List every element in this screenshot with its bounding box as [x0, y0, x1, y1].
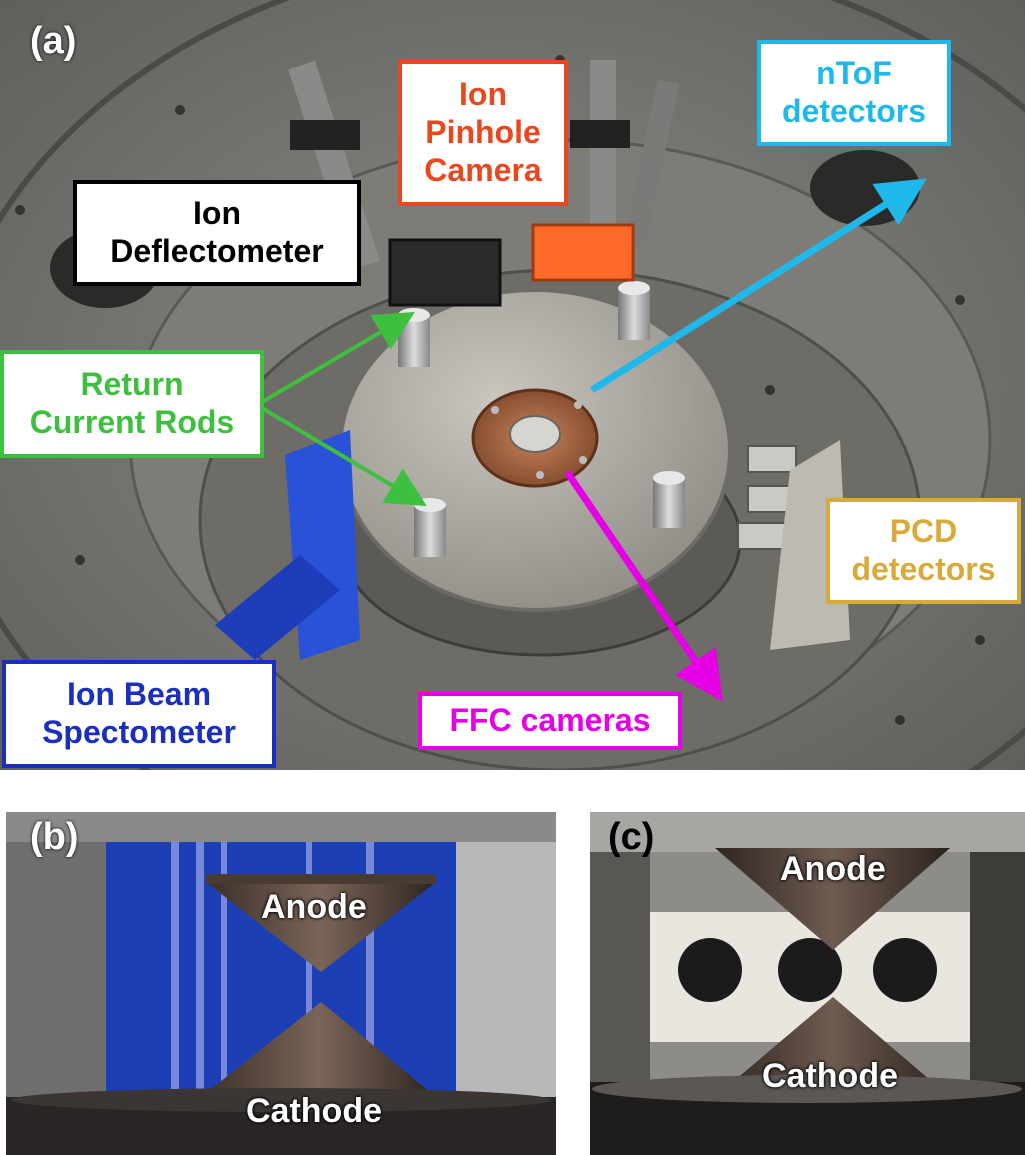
panel-letter-b: (b): [30, 816, 79, 858]
anode-label-c: Anode: [780, 850, 886, 888]
electrode-photo-c: [590, 812, 1025, 1155]
cathode-label-c: Cathode: [762, 1057, 898, 1095]
panel-c-photo: (c) Anode Cathode: [590, 812, 1025, 1155]
panel-b-photo: (b) Anode Cathode: [6, 812, 556, 1155]
callout-line: PCD: [889, 513, 958, 550]
panel-a-photo: (a) Ion Deflectometer Ion Pinhole Camera…: [0, 0, 1025, 770]
callout-line: Pinhole: [425, 114, 541, 151]
callout-pcd-detectors: PCD detectors: [826, 498, 1021, 604]
callout-line: Camera: [424, 151, 542, 188]
callout-line: Spectometer: [42, 714, 236, 750]
callout-ion-deflectometer: Ion Deflectometer: [73, 180, 361, 286]
callout-line: Ion Beam: [66, 676, 212, 713]
callout-line: Current Rods: [29, 404, 235, 440]
callout-line: Ion: [459, 76, 507, 113]
callout-line: detectors: [851, 551, 996, 587]
callout-ion-beam-spectometer: Ion Beam Spectometer: [2, 660, 276, 768]
callout-ffc-cameras: FFC cameras: [418, 692, 682, 750]
panel-letter-a: (a): [30, 20, 77, 62]
callout-line: detectors: [781, 93, 927, 129]
callout-line: FFC cameras: [449, 702, 651, 739]
callout-ion-pinhole-camera: Ion Pinhole Camera: [398, 60, 568, 206]
callout-line: Deflectometer: [110, 233, 324, 269]
callout-line: nToF: [816, 55, 892, 92]
callout-return-current-rods: Return Current Rods: [0, 350, 264, 458]
callout-line: Ion: [193, 195, 241, 232]
callout-line: Return: [80, 366, 184, 403]
panel-letter-c: (c): [608, 816, 655, 858]
electrode-photo-b: [6, 812, 556, 1155]
callout-ntof-detectors: nToF detectors: [757, 40, 951, 146]
anode-label-b: Anode: [261, 888, 367, 926]
cathode-label-b: Cathode: [246, 1092, 382, 1130]
